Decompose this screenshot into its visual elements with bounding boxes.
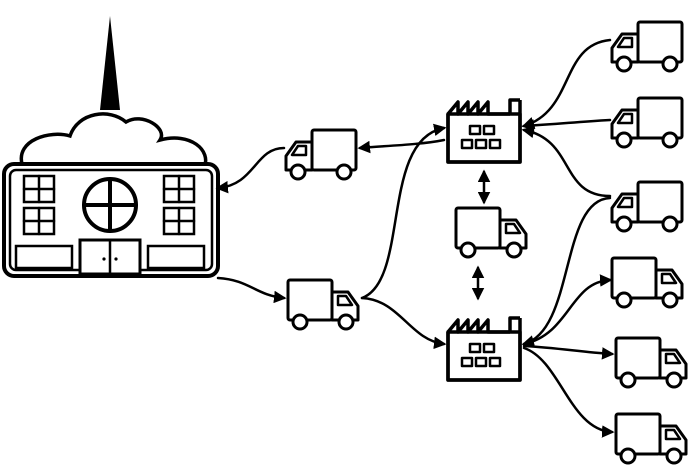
truck-right-2-icon <box>612 98 682 147</box>
truck-between-factories-icon <box>454 206 528 259</box>
line-truck-to-hq <box>215 146 286 194</box>
connections <box>215 38 615 438</box>
truck-right-5-icon <box>614 336 688 389</box>
line-truck-to-factory-bottom <box>360 296 447 350</box>
line-factory-bottom-to-truck-r5 <box>522 344 615 360</box>
truck-right-1-icon <box>612 22 682 71</box>
factory-bottom-icon <box>446 316 522 382</box>
line-hq-to-truck <box>216 276 287 304</box>
factory-top-icon <box>446 98 522 164</box>
truck-to-hq-icon <box>286 130 356 179</box>
truck-right-3-icon <box>612 182 682 231</box>
line-truck-r3-to-factory-bottom <box>521 196 612 348</box>
headquarters-building-icon <box>2 16 220 278</box>
line-factory-top-to-truck-hq <box>357 138 446 154</box>
line-factory-bottom-to-truck-r6 <box>522 346 615 438</box>
line-factory-bottom-to-truck-r4 <box>522 274 613 346</box>
line-truck-r3-to-factory-top <box>521 125 612 198</box>
truck-right-6-icon <box>614 412 688 465</box>
truck-right-4-icon <box>610 256 684 309</box>
truck-from-hq-icon <box>286 278 360 331</box>
line-truck-r2-to-factory-top <box>521 118 612 132</box>
line-truck-r1-to-factory-top <box>521 38 612 129</box>
line-truck-to-factory-top <box>360 123 447 300</box>
